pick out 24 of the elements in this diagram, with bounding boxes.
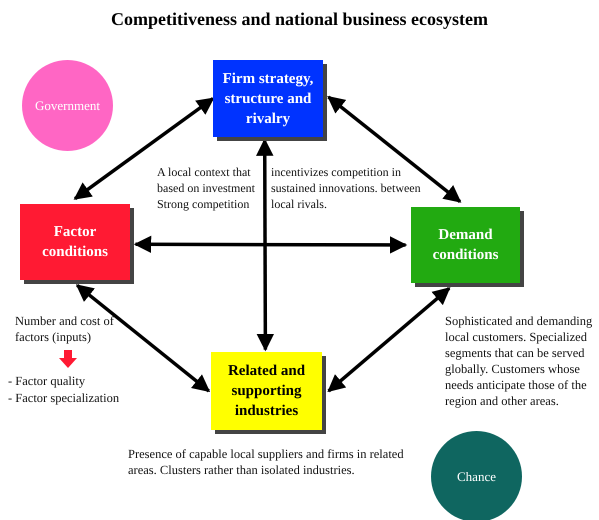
double-arrow (76, 284, 210, 392)
double-arrow (327, 286, 450, 392)
node-label: Factor conditions (41, 223, 109, 262)
description-text: Presence of capable local suppliers and firms in related areas. Clusters rather than isolated industries. (128, 446, 405, 478)
node-label: Firm strategy, structure and rivalry (222, 70, 314, 128)
description-text: Sophisticated and demanding local customers. Specialized segments that can be served globally. Customers whose needs anticipate those of the region and other areas. (445, 313, 594, 409)
node-label: Demand conditions (432, 226, 500, 265)
description-text: Number and cost of factors (inputs) (15, 313, 115, 345)
firm-strategy-box (213, 60, 323, 137)
description-text: - Factor quality (8, 373, 86, 389)
description-text: A local context that based on investment Strong competition (157, 164, 256, 212)
related-industries-box (211, 352, 322, 430)
node-label: Related and supporting industries (226, 362, 306, 421)
demand-conditions-box (411, 207, 520, 283)
description-text: incentivizes competition in sustained innovations. between local rivals. (271, 164, 422, 212)
double-arrow (256, 138, 274, 352)
factor-conditions-box (20, 204, 130, 280)
node-label: Government (35, 98, 100, 114)
description-text: - Factor specialization (8, 390, 120, 406)
double-arrow (327, 96, 462, 204)
double-arrow (74, 97, 214, 200)
node-label: Chance (457, 468, 496, 484)
double-arrow (134, 236, 408, 254)
title: Competitiveness and national business ecosystem (110, 8, 490, 30)
